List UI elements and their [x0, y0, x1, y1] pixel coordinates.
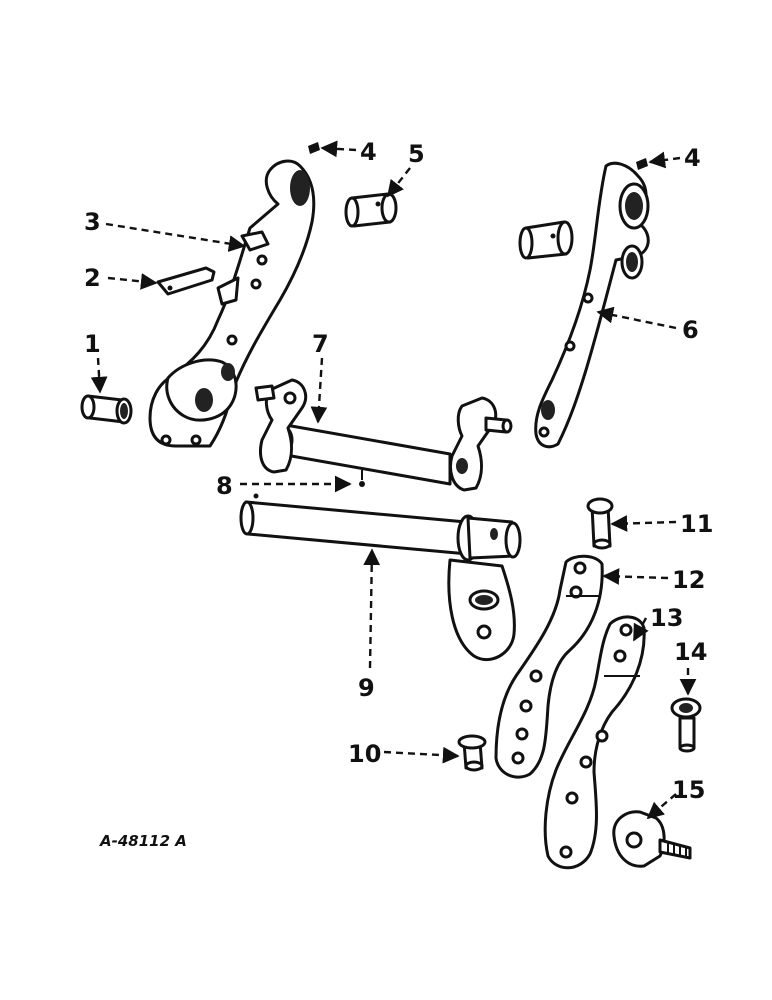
callout-13: 13 — [650, 604, 683, 632]
callout-3: 3 — [84, 208, 101, 236]
callout-1: 1 — [84, 330, 101, 358]
bushing-right — [518, 220, 574, 260]
part-2-bracket — [156, 266, 216, 296]
callout-5: 5 — [408, 140, 425, 168]
figure-id-label: A-48112 A — [99, 832, 187, 850]
part-9-cross-shaft — [239, 493, 522, 662]
callout-2: 2 — [84, 264, 101, 292]
callout-8: 8 — [216, 472, 233, 500]
callout-15: 15 — [672, 776, 705, 804]
part-8-pin — [359, 470, 365, 487]
part-6-right-lift-arm — [534, 161, 650, 449]
callout-11: 11 — [680, 510, 713, 538]
leader-lines — [90, 140, 697, 820]
part-4-pin-right — [636, 158, 648, 170]
part-10-clevis-pin — [457, 734, 487, 772]
part-3-left-lift-arm — [148, 159, 316, 448]
part-15-eye-bolt — [612, 810, 692, 868]
part-13-link — [543, 615, 646, 870]
callout-4-left: 4 — [360, 138, 377, 166]
callout-7: 7 — [312, 330, 329, 358]
part-1-bushing — [80, 394, 133, 425]
callout-12: 12 — [672, 566, 705, 594]
callout-6: 6 — [682, 316, 699, 344]
part-7-rockshaft — [254, 378, 513, 492]
callout-9: 9 — [358, 674, 375, 702]
callout-14: 14 — [674, 638, 707, 666]
part-11-clevis-pin — [586, 497, 614, 550]
part-4-pin-left — [308, 142, 320, 154]
part-14-bolt — [670, 697, 702, 753]
callout-10: 10 — [348, 740, 381, 768]
part-5-bushing — [344, 192, 398, 228]
part-12-link — [494, 554, 604, 779]
callout-labels: 1 2 3 4 5 4 6 7 8 9 10 11 12 13 14 15 — [84, 138, 713, 804]
callout-4-right: 4 — [684, 144, 701, 172]
